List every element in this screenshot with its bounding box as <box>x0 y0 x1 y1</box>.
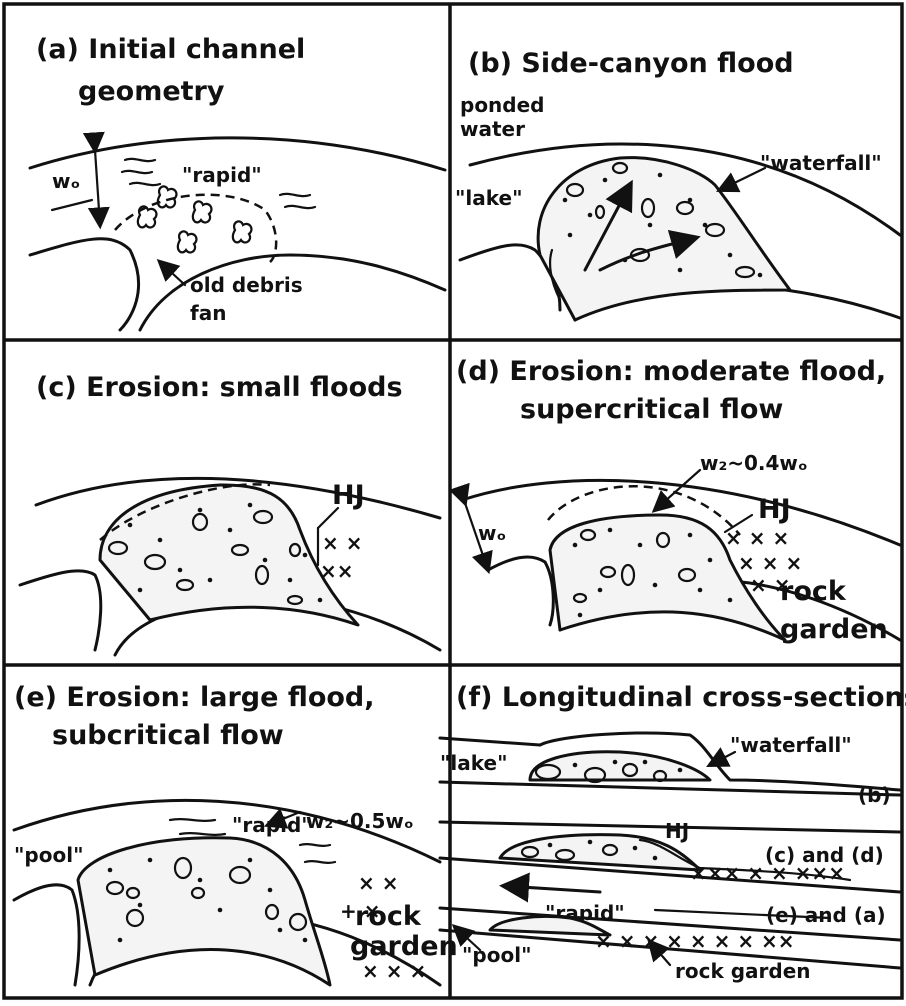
ponded-label: ponded <box>460 93 545 117</box>
panel-d-title-line2: supercritical flow <box>520 394 783 425</box>
water-label: water <box>460 117 525 141</box>
pool-label-e: "pool" <box>14 843 84 867</box>
panel-d: (d) Erosion: moderate flood, supercritic… <box>456 356 900 645</box>
panel-e-title-line1: (e) Erosion: large flood, <box>14 682 375 713</box>
section-ea-label: (e) and (a) <box>766 903 886 927</box>
rock-x-d2: × × × <box>738 551 802 575</box>
panel-a: (a) Initial channel geometry wₒ "rapid" … <box>30 34 445 330</box>
hj-label-f: HJ <box>665 819 689 843</box>
debris-fan-c <box>100 485 358 625</box>
lake-label-b: "lake" <box>455 186 523 210</box>
channel-bank-lower-left <box>30 239 139 330</box>
waterfall-label-f: "waterfall" <box>730 733 852 757</box>
rock-x-d: × × × <box>725 526 789 550</box>
width-arrow <box>95 150 100 225</box>
rock-label-e: rock <box>355 901 422 932</box>
panel-f: (f) Longitudinal cross-sections "lake" "… <box>440 682 906 983</box>
width-pointer <box>52 200 92 210</box>
rock-x-c: × × <box>322 531 362 555</box>
rock-x-e: × × <box>358 871 398 895</box>
flow-arrow-f <box>505 886 600 892</box>
rock-x-f2: × × × × × × × ×× <box>595 929 795 953</box>
debris-fan-b <box>538 158 790 320</box>
w2-label-d: w₂~0.4wₒ <box>700 451 808 475</box>
hj-pointer-c <box>318 508 338 528</box>
width-label-d: wₒ <box>478 521 506 545</box>
section-b-label: (b) <box>858 783 891 807</box>
waterfall-arrow-b <box>720 168 765 190</box>
rapid-waves-left <box>122 159 160 185</box>
channel-bank-lower-left-e <box>14 885 79 985</box>
boulder <box>233 221 252 242</box>
rock-x-e3: × × × <box>362 959 426 983</box>
panel-c-title: (c) Erosion: small floods <box>36 372 403 403</box>
rock-x-c2: ×× <box>320 559 354 583</box>
rapid-label-e: "rapid" <box>232 813 312 837</box>
lake-label-f: "lake" <box>440 751 508 775</box>
boulder <box>193 201 212 222</box>
section-cd-label: (c) and (d) <box>765 843 884 867</box>
garden-label-e: garden <box>350 931 458 962</box>
panel-b: (b) Side-canyon flood ponded water "lake… <box>455 48 900 320</box>
rapid-label-a: "rapid" <box>182 163 262 187</box>
hj-label-d: HJ <box>758 494 791 525</box>
debris-fan-e <box>78 838 330 985</box>
width-label-a: wₒ <box>52 169 80 193</box>
panel-a-title-line1: (a) Initial channel <box>36 34 305 65</box>
panel-f-title: (f) Longitudinal cross-sections <box>456 682 906 713</box>
boulder <box>158 186 177 207</box>
waterfall-label-b: "waterfall" <box>760 151 882 175</box>
rock-garden-label-f: rock garden <box>675 959 811 983</box>
channel-bank-lower-left-c <box>20 571 101 650</box>
old-debris-label: old debris <box>190 273 303 297</box>
rapid-waves-right <box>280 194 315 208</box>
w2-label-e: w₂~0.5wₒ <box>306 809 414 833</box>
old-debris-arrow <box>160 262 185 285</box>
panel-c: (c) Erosion: small floods HJ × × ×× <box>20 372 440 655</box>
rock-label-d: rock <box>780 576 847 607</box>
panel-e-title-line2: subcritical flow <box>52 720 284 751</box>
garden-label-d: garden <box>780 614 888 645</box>
fan-label: fan <box>190 301 226 325</box>
panel-d-title-line1: (d) Erosion: moderate flood, <box>456 356 886 387</box>
panel-e: (e) Erosion: large flood, subcritical fl… <box>14 682 458 985</box>
pool-label-f: "pool" <box>462 943 532 967</box>
boulder <box>178 231 197 252</box>
section-b-water-left <box>440 738 540 745</box>
hj-label-c: HJ <box>332 480 365 511</box>
panel-a-title-line2: geometry <box>78 76 225 107</box>
panel-b-title: (b) Side-canyon flood <box>468 48 794 79</box>
channel-bank-lower-left-d <box>488 557 553 625</box>
